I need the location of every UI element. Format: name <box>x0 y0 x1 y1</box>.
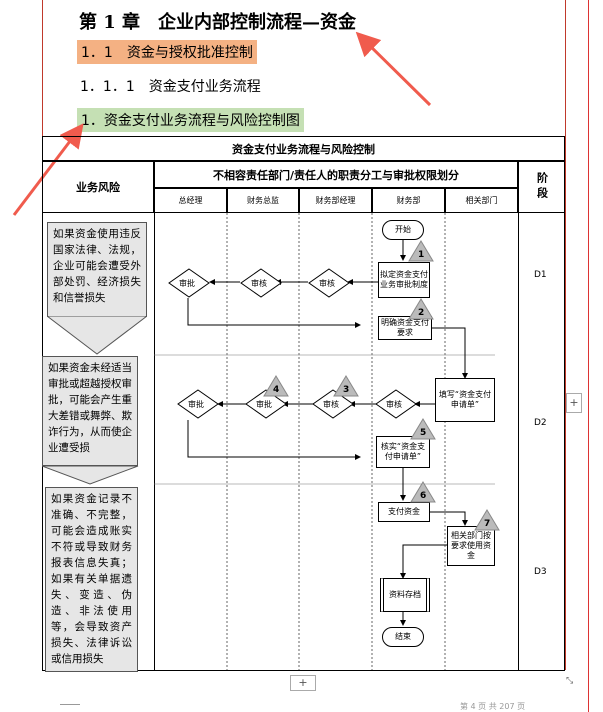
col-header-risk: 业务风险 <box>42 161 154 213</box>
step-marker <box>408 240 434 262</box>
decision-label: 审核 <box>319 279 335 288</box>
decision-label: 审批 <box>188 400 204 409</box>
step-fill-application: 填写“资金支付申请单” <box>435 378 495 422</box>
decision-approve <box>177 389 219 419</box>
annotation-arrow-figure <box>12 123 84 216</box>
page-edge-line-right <box>588 0 589 712</box>
decision-label: 审核 <box>386 400 402 409</box>
step-archive: 资料存档 <box>380 578 430 612</box>
step-marker <box>408 298 434 320</box>
stage-label: D3 <box>534 567 547 577</box>
figure-heading: 1．资金支付业务流程与风险控制图 <box>77 108 304 132</box>
risk-text-2: 如果资金未经适当审批或超越授权审批，可能会产生重大差错或舞弊、欺诈行为，从而使企… <box>42 356 138 466</box>
decision-review <box>375 389 417 419</box>
page-margin-line-right <box>565 0 566 670</box>
role-header: 相关部门 <box>445 188 518 213</box>
col-header-duties: 不相容责任部门/责任人的职责分工与审批权限划分 <box>154 161 518 188</box>
table-title: 资金支付业务流程与风险控制 <box>42 136 565 161</box>
step-clarify-requirements: 明确资金支付要求 <box>378 316 432 340</box>
role-header: 财务部 <box>372 188 445 213</box>
decision-review <box>312 389 354 419</box>
col-header-stage: 阶段 <box>518 161 565 213</box>
risk-arrow-1 <box>47 316 147 355</box>
decision-label: 审核 <box>251 279 267 288</box>
risk-text-1: 如果资金使用违反国家法律、法规，企业可能会遭受外部处罚、经济损失和信誉损失 <box>47 222 147 317</box>
decision-review <box>240 268 282 298</box>
decision-review <box>308 268 350 298</box>
role-header: 财务部经理 <box>299 188 372 213</box>
step-marker <box>333 375 359 397</box>
chapter-heading: 第 1 章 企业内部控制流程—资金 <box>79 12 357 33</box>
step-marker <box>474 509 500 531</box>
step-number: 6 <box>420 491 427 501</box>
add-row-button[interactable]: + <box>290 675 316 691</box>
risk-text-3: 如果资金记录不准确、不完整，可能会造成账实不符或导致财务报表信息失真；如果有关单… <box>45 487 138 672</box>
add-column-button[interactable]: + <box>566 393 582 413</box>
decision-label: 审核 <box>323 400 339 409</box>
step-number: 7 <box>484 519 491 529</box>
start-node: 开始 <box>382 220 424 240</box>
column-divider <box>518 213 519 671</box>
column-divider <box>154 213 155 671</box>
step-number: 1 <box>418 250 425 260</box>
step-pay-funds: 支付资金 <box>378 502 430 522</box>
end-node: 结束 <box>382 627 424 647</box>
resize-handle-icon[interactable]: ⤡ <box>566 676 574 686</box>
subsection-heading: 1．1．1 资金支付业务流程 <box>80 79 261 95</box>
step-verify-application: 核实“资金支付申请单” <box>376 436 430 468</box>
step-number: 3 <box>343 385 350 395</box>
role-header: 财务总监 <box>227 188 299 213</box>
step-use-funds: 相关部门按要求使用资金 <box>447 526 495 566</box>
step-marker <box>410 418 436 440</box>
stage-label: D2 <box>534 418 547 428</box>
role-header: 总经理 <box>154 188 227 213</box>
decision-label: 审批 <box>256 400 272 409</box>
step-number: 2 <box>418 308 425 318</box>
stage-label: D1 <box>534 270 547 280</box>
decision-approve <box>168 268 210 298</box>
ruler-mark <box>60 704 80 705</box>
page-footer: 第 4 页 共 207 页 <box>460 702 526 711</box>
step-marker <box>410 481 436 503</box>
annotation-arrow-chapter <box>355 31 432 107</box>
section-heading: 1．1 资金与授权批准控制 <box>77 40 257 64</box>
decision-label: 审批 <box>179 279 195 288</box>
step-number: 5 <box>420 428 427 438</box>
risk-arrow-2 <box>42 466 139 485</box>
decision-approve <box>245 389 287 419</box>
step-marker <box>263 375 289 397</box>
step-number: 4 <box>273 385 280 395</box>
step-draft-policy: 拟定资金支付业务审批制度 <box>378 262 430 298</box>
